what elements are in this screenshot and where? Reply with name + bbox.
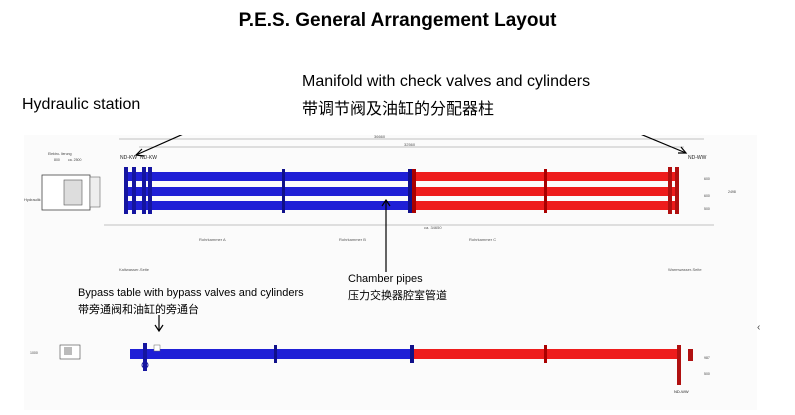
bottom-cold-flange [274, 345, 277, 363]
bypass-table-callout-en: Bypass table with bypass valves and cyli… [78, 287, 304, 299]
hot-flanges [412, 169, 547, 213]
left-manifold-column-3 [142, 167, 146, 214]
chamber-pipes-callout-zh: 压力交换器腔室管道 [348, 290, 447, 302]
manifold-callout-en: Manifold with check valves and cylinders [302, 73, 591, 90]
overall-dim-label: 36660 [374, 135, 386, 139]
kaltwasser-label: Kaltwasser-Seite [119, 267, 150, 272]
bottom-hot-flange [544, 345, 547, 363]
control-cabinet [89, 176, 101, 208]
bottom-valve-wheel [141, 361, 149, 369]
bottom-right-dim-1: 987 [704, 356, 710, 360]
pipe-row-2-cold [124, 187, 412, 196]
bottom-right-outlet [677, 345, 681, 385]
pipe-row-1-cold [124, 172, 412, 181]
cold-flanges [282, 169, 412, 213]
left-manifold-column-1 [124, 167, 128, 214]
hydraulic-unit [63, 179, 83, 206]
height-dim: 2498 [728, 190, 736, 194]
bottom-left-dim: 1000 [30, 351, 38, 355]
row-dim-3: 500 [704, 207, 710, 211]
hydraulik-label: Hydraulik [24, 197, 41, 202]
right-manifold-column-1 [668, 167, 672, 214]
manifold-callout-zh: 带调节阀及油缸的分配器柱 [302, 101, 495, 118]
arrangement-drawing: 36660 32560 Hydraulik Elektro- lierung 8… [24, 84, 757, 410]
left-manifold-column-4 [148, 167, 152, 214]
bottom-valve-label: ND-WW [674, 389, 689, 394]
hydraulic-station-callout: Hydraulic station [22, 96, 141, 113]
right-manifold-column-2 [675, 167, 679, 214]
row-dim-2: 600 [704, 194, 710, 198]
bottom-hydraulic-unit [64, 347, 72, 355]
bottom-dim-label: ca. 34650 [424, 225, 442, 230]
room-a-label: Rohrkammer A [199, 237, 226, 242]
row-dim-1: 600 [704, 177, 710, 181]
page-title: P.E.S. General Arrangement Layout [238, 10, 557, 31]
bypass-table-block [153, 344, 161, 352]
bottom-right-dim-2: 500 [704, 372, 710, 376]
bottom-bypass-valve [143, 343, 147, 371]
pipe-row-3-cold [124, 201, 412, 210]
chamber-pipes-callout-en: Chamber pipes [348, 273, 423, 285]
room-b-label: Rohrkammer B [339, 237, 366, 242]
left-valve-label: ND-KW [120, 155, 137, 161]
warmwasser-label: Warmwasser-Seite [668, 267, 702, 272]
bottom-right-valve [688, 349, 693, 361]
bypass-table-callout-zh: 带旁通阀和油缸的旁通台 [78, 304, 199, 316]
arrangement-drawing-svg: 36660 32560 Hydraulik Elektro- lierung 8… [24, 84, 736, 394]
bottom-mid-flange [410, 345, 414, 363]
elektro-label: Elektro- lierung [48, 152, 72, 156]
left-valve2-label: ND-KW [140, 155, 157, 161]
inner-dim-label: 32560 [404, 142, 416, 147]
top-pipe-rows [124, 172, 677, 210]
side-scroll-marker[interactable]: ‹ [757, 322, 761, 333]
dim-800-label: 800 [54, 158, 60, 162]
bottom-pipe-cold [130, 349, 412, 359]
room-c-label: Rohrkammer C [469, 237, 496, 242]
dim-2500-label: ca. 2500 [68, 158, 81, 162]
left-manifold-column-2 [132, 167, 136, 214]
right-valve-label: ND-WW [688, 155, 707, 161]
